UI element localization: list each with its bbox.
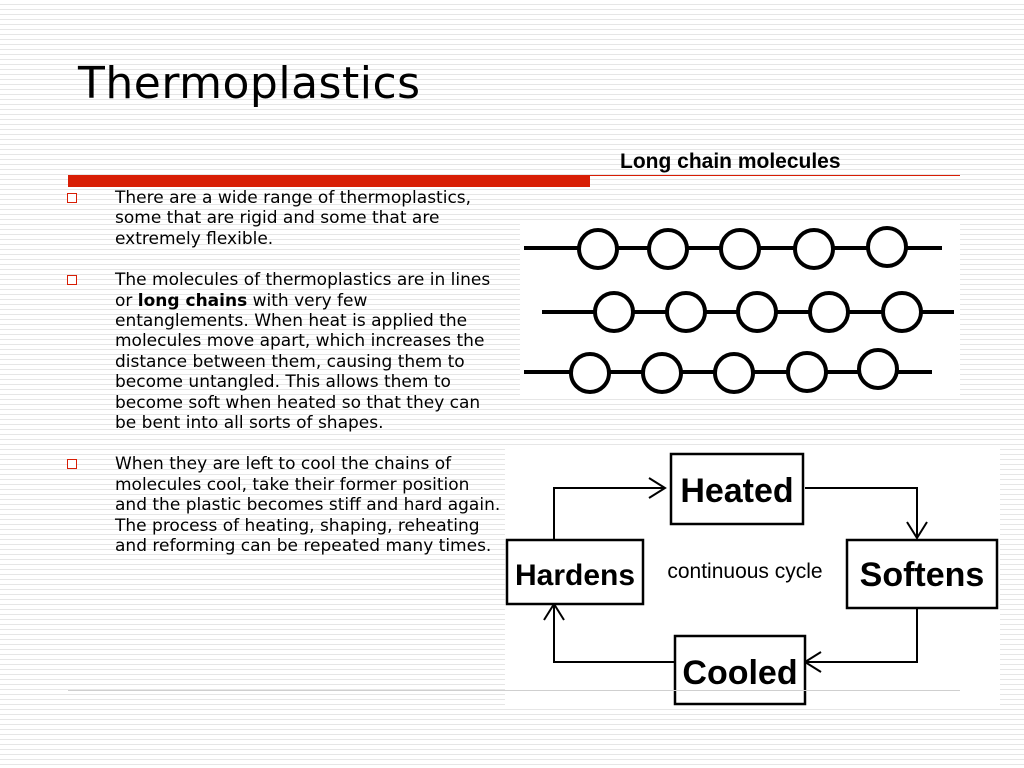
heated-box: [669, 452, 805, 526]
arrow-heated-to-softens: [805, 487, 918, 538]
arrow-hardens-to-heated: [553, 487, 665, 546]
title-underline-thin: [590, 175, 960, 176]
bullet-list: There are a wide range of thermoplastics…: [64, 188, 504, 578]
square-bullet-icon: [67, 275, 77, 286]
bullet-text-end: with very few entanglements. When heat i…: [115, 290, 485, 434]
chain-3-molecule: [857, 348, 899, 390]
chain-1-molecule: [793, 228, 835, 270]
molecule-caption: Long chain molecules: [620, 150, 841, 173]
chain-1-molecule: [647, 228, 689, 270]
bullet-text: When they are left to cool the chains of…: [115, 454, 501, 557]
chain-1-molecule: [866, 226, 908, 268]
molecule-chains-diagram: [524, 226, 954, 394]
bullet-item: There are a wide range of thermoplastics…: [64, 188, 504, 249]
bullet-item: The molecules of thermoplastics are in l…: [64, 270, 504, 433]
chain-2-molecule: [665, 291, 707, 333]
heating-cycle-diagram: Heated Softens Cooled Hardens continuous…: [505, 452, 999, 706]
square-bullet-icon: [67, 459, 77, 470]
slide-title: Thermoplastics: [78, 58, 421, 109]
hardens-label: Hardens: [515, 559, 635, 592]
square-bullet-icon: [67, 193, 77, 203]
chain-2-molecule: [736, 291, 778, 333]
chain-1-molecule: [719, 228, 761, 270]
softens-box: [845, 538, 999, 610]
bullet-text: There are a wide range of thermoplastics…: [115, 188, 472, 249]
softens-label: Softens: [860, 556, 985, 594]
chain-1-molecule: [577, 228, 619, 270]
heated-label: Heated: [680, 472, 793, 510]
arrowhead-icon: [906, 521, 928, 540]
bullet-item: When they are left to cool the chains of…: [64, 454, 504, 556]
title-underline-bar: [68, 175, 590, 187]
chain-3-molecule: [786, 351, 828, 393]
arrow-softens-to-cooled: [805, 608, 918, 663]
cycle-center-label: continuous cycle: [667, 560, 822, 583]
chain-2-molecule: [593, 291, 635, 333]
bullet-text-start: The molecules of thermoplastics are in l…: [115, 270, 491, 311]
bullet-text-bold: long chains: [137, 290, 248, 311]
chain-2-molecule: [881, 291, 923, 333]
chain-2-molecule: [808, 291, 850, 333]
arrowhead-icon: [648, 477, 667, 499]
heating-cycle-panel: Heated Softens Cooled Hardens continuous…: [505, 446, 1000, 708]
chain-3-molecule: [569, 352, 611, 394]
footer-divider: [68, 690, 960, 691]
cooled-box: [673, 634, 807, 706]
chain-3-molecule: [713, 352, 755, 394]
cooled-label: Cooled: [682, 654, 797, 692]
molecule-chains-panel: [520, 222, 960, 398]
chain-3-molecule: [641, 352, 683, 394]
arrow-cooled-to-hardens: [553, 604, 675, 663]
hardens-box: [505, 538, 645, 606]
